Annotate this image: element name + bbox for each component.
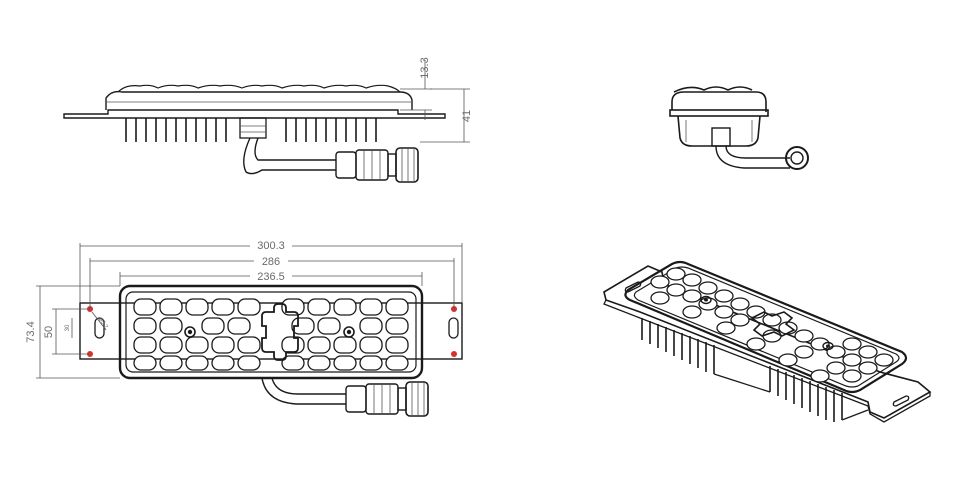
side-view-connector (335, 147, 419, 183)
dim-hole-diameter: ø5.2 (97, 317, 109, 331)
hole-marker-bottom-right (451, 351, 457, 357)
end-view (669, 86, 809, 170)
center-cross-cutout (261, 303, 299, 361)
top-view-lens-grid (133, 298, 409, 371)
dim-overall-length: 300.3 (257, 240, 285, 252)
side-view-fins (125, 118, 377, 142)
top-view-connector (345, 381, 429, 417)
dim-body-length: 236.5 (257, 271, 285, 283)
dim-slot-length: 30 (65, 324, 71, 331)
isometric-view (603, 260, 932, 423)
dim-hole-spacing: 286 (262, 256, 280, 268)
dim-height-total: 41 (461, 110, 473, 122)
dim-overall-width: 73.4 (25, 321, 37, 342)
top-view: 300.3 286 236.5 73.4 50 30 ø5.2 (25, 240, 463, 417)
dim-hole-span: 50 (43, 326, 55, 338)
dim-height-lens: 13.3 (419, 57, 431, 78)
isometric-fins (641, 318, 843, 422)
side-view: 13.3 41 (63, 57, 473, 183)
